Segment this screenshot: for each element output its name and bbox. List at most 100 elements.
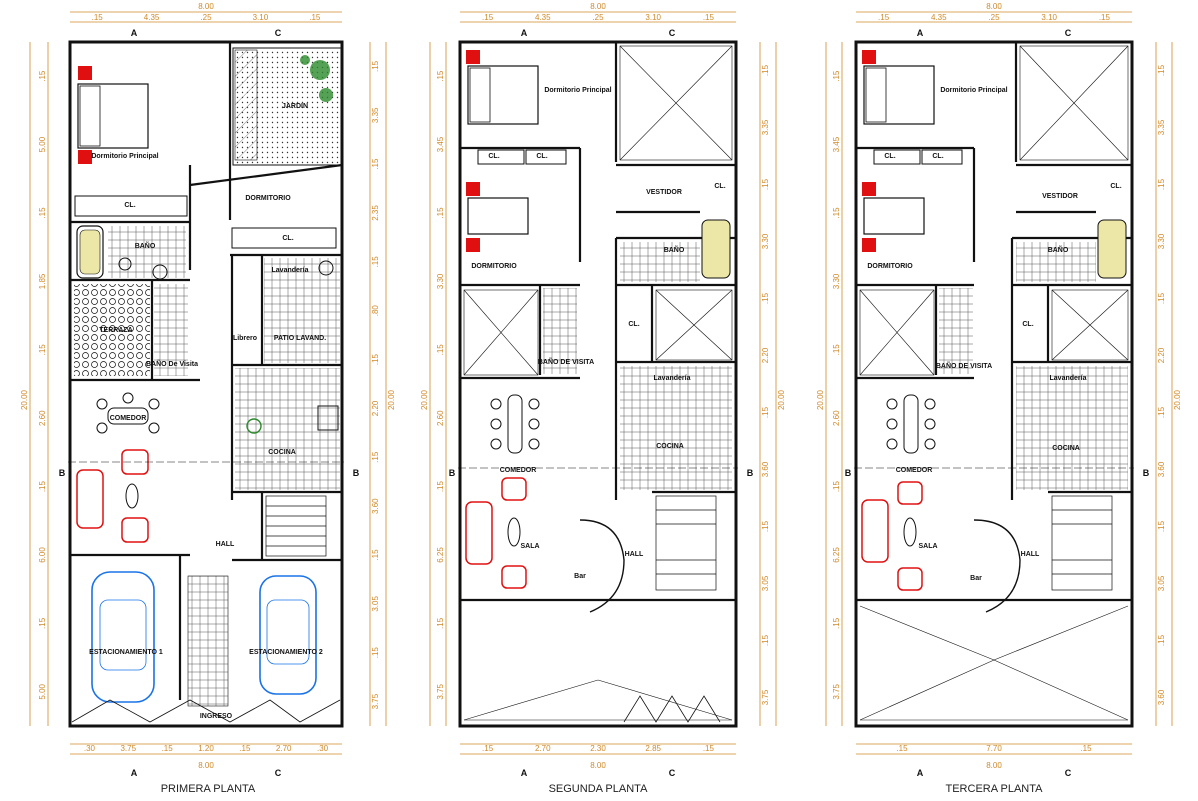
- room-label: BAÑO DE VISITA: [538, 357, 594, 366]
- room-label: VESTIDOR: [646, 189, 682, 196]
- kitchen-tiles: [1016, 366, 1128, 490]
- dimension-text: .15: [239, 744, 251, 753]
- dimension-text: 3.05: [371, 596, 380, 612]
- dimension-text: 3.35: [371, 107, 380, 123]
- dimension-text: .15: [1157, 634, 1166, 646]
- dimension-text: 2.70: [276, 744, 292, 753]
- room-label: BAÑO De Visita: [146, 359, 198, 368]
- dimension-lines: [825, 11, 1173, 755]
- room-label: CL.: [282, 235, 293, 242]
- dimension-text: 2.60: [832, 410, 841, 426]
- axis-marker: A: [917, 28, 924, 38]
- bed-icon: [467, 197, 529, 235]
- closet: [477, 149, 525, 165]
- armchair-icon: [121, 517, 149, 543]
- dimension-text: 4.35: [535, 13, 551, 22]
- dimension-text: .15: [1157, 292, 1166, 304]
- dimension-text: .15: [1099, 13, 1111, 22]
- bathtub-icon: [76, 225, 104, 279]
- dimension-text: .15: [38, 207, 47, 219]
- axis-marker: B: [845, 468, 852, 478]
- dimension-text: 5.00: [38, 683, 47, 699]
- dimension-text: .15: [1157, 178, 1166, 190]
- dimension-text: 20.00: [777, 389, 786, 410]
- room-label: BAÑO DE VISITA: [936, 361, 992, 370]
- armchair-icon: [501, 477, 527, 501]
- dimension-text: 8.00: [590, 761, 606, 770]
- bathtub-icon: [79, 229, 101, 275]
- garden-border: [234, 49, 258, 161]
- dimension-text: 3.30: [832, 273, 841, 289]
- dimension-text: 2.20: [761, 347, 770, 363]
- dimension-text: 20.00: [420, 389, 429, 410]
- dimension-text: .15: [761, 178, 770, 190]
- dimension-text: 3.05: [1157, 575, 1166, 591]
- dimension-text: 3.45: [436, 136, 445, 152]
- closet: [873, 149, 921, 165]
- car-icon: [259, 575, 317, 695]
- nightstand-icon: [466, 50, 480, 64]
- room-label: SALA: [918, 543, 937, 550]
- room-label: COMEDOR: [500, 467, 537, 474]
- bathtub-icon: [1097, 219, 1127, 279]
- bed-icon: [863, 65, 935, 125]
- bathtub-icon: [701, 219, 731, 279]
- dimension-text: 3.30: [436, 273, 445, 289]
- dimension-text: 3.60: [371, 498, 380, 514]
- room-label: ESTACIONAMIENTO 1: [89, 649, 163, 656]
- nightstand-icon: [862, 50, 876, 64]
- nightstand-icon: [466, 182, 480, 196]
- plan-segunda-planta: [429, 11, 777, 755]
- axis-marker: C: [275, 768, 282, 778]
- sofa-icon: [861, 499, 889, 563]
- dimension-text: .15: [832, 344, 841, 356]
- plant-icon: [300, 55, 333, 102]
- dimension-text: 2.35: [371, 205, 380, 221]
- axis-marker: C: [669, 768, 676, 778]
- room-label: CL.: [124, 202, 135, 209]
- stairs: [265, 495, 327, 557]
- nightstand-icon: [466, 238, 480, 252]
- dimension-text: .15: [1080, 744, 1092, 753]
- dimension-text: .15: [1157, 406, 1166, 418]
- dimension-text: 20.00: [20, 389, 29, 410]
- room-label: COMEDOR: [110, 415, 147, 422]
- dimension-text: .15: [1157, 520, 1166, 532]
- dimension-text: .30: [84, 744, 96, 753]
- dimension-text: .15: [371, 451, 380, 463]
- dimension-text: 3.75: [761, 689, 770, 705]
- room-label: Lavandería: [654, 375, 691, 382]
- plan-title: PRIMERA PLANTA: [161, 783, 256, 795]
- dining-table-icon: [886, 394, 936, 454]
- coffee-table-icon: [125, 483, 139, 509]
- closet: [74, 195, 188, 217]
- dimension-text: 3.75: [436, 683, 445, 699]
- dimension-text: .15: [761, 406, 770, 418]
- dimension-text: .25: [200, 13, 212, 22]
- dimension-text: 8.00: [986, 761, 1002, 770]
- stairs: [655, 495, 717, 591]
- axis-marker: B: [353, 468, 360, 478]
- dimension-text: 3.10: [253, 13, 269, 22]
- guest-bath-tiles: [154, 284, 188, 376]
- dimension-text: 20.00: [1173, 389, 1182, 410]
- axis-marker: A: [131, 768, 138, 778]
- toilet-icon: [118, 257, 132, 271]
- nightstand-icon: [78, 150, 92, 164]
- dimension-text: 3.60: [761, 461, 770, 477]
- axis-marker: B: [449, 468, 456, 478]
- dining-table-icon: [96, 392, 160, 434]
- dimension-text: .30: [317, 744, 329, 753]
- room-label: PATIO LAVAND.: [274, 335, 326, 342]
- sofa-icon: [465, 501, 493, 565]
- text-layer: PRIMERA PLANTA 8.00 .15 4.35 .25 3.10 .15 .30 3.…: [20, 2, 1182, 795]
- sink-icon: [318, 260, 334, 276]
- closet: [921, 149, 963, 165]
- closet: [231, 227, 337, 249]
- internal-walls: [70, 42, 343, 700]
- internal-walls: [856, 42, 1132, 602]
- room-label: CL.: [536, 153, 547, 160]
- dimension-text: 6.00: [38, 547, 47, 563]
- dimension-text: .15: [371, 353, 380, 365]
- dimension-text: 8.00: [198, 761, 214, 770]
